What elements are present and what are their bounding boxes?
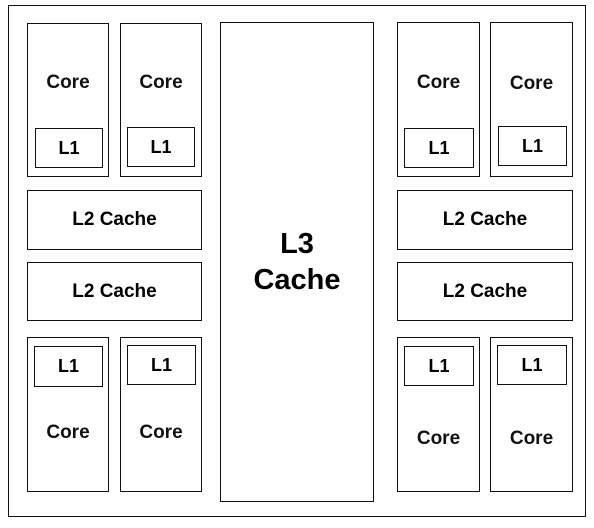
l1-cache: L1 [127,127,195,167]
core-label: Core [46,422,90,443]
core-bottom-right-1: L1 Core [397,337,480,492]
core-bottom-left-1: L1 Core [27,337,109,492]
l1-cache: L1 [404,128,474,168]
core-top-left-1: Core L1 [27,23,109,177]
l2-cache-left-bottom: L2 Cache [27,262,202,321]
core-top-left-2: Core L1 [120,23,202,177]
core-label: Core [46,72,90,93]
core-label: Core [416,428,461,449]
core-bottom-left-2: L1 Core [120,337,202,492]
l1-cache: L1 [127,345,196,385]
l2-cache-right-top: L2 Cache [397,190,573,250]
core-label: Core [509,73,554,94]
core-label: Core [139,72,183,93]
core-top-right-1: Core L1 [397,22,480,177]
core-top-right-2: Core L1 [490,22,573,177]
l1-cache: L1 [34,346,103,387]
l1-cache: L1 [404,346,474,386]
core-label: Core [416,72,461,93]
l2-cache-left-top: L2 Cache [27,190,202,250]
core-bottom-right-2: L1 Core [490,337,573,492]
l3-cache: L3 Cache [220,22,374,502]
l2-cache-right-bottom: L2 Cache [397,262,573,321]
l1-cache: L1 [498,126,567,166]
l1-cache: L1 [497,345,567,385]
core-label: Core [139,422,183,443]
l1-cache: L1 [35,128,103,168]
core-label: Core [509,428,554,449]
